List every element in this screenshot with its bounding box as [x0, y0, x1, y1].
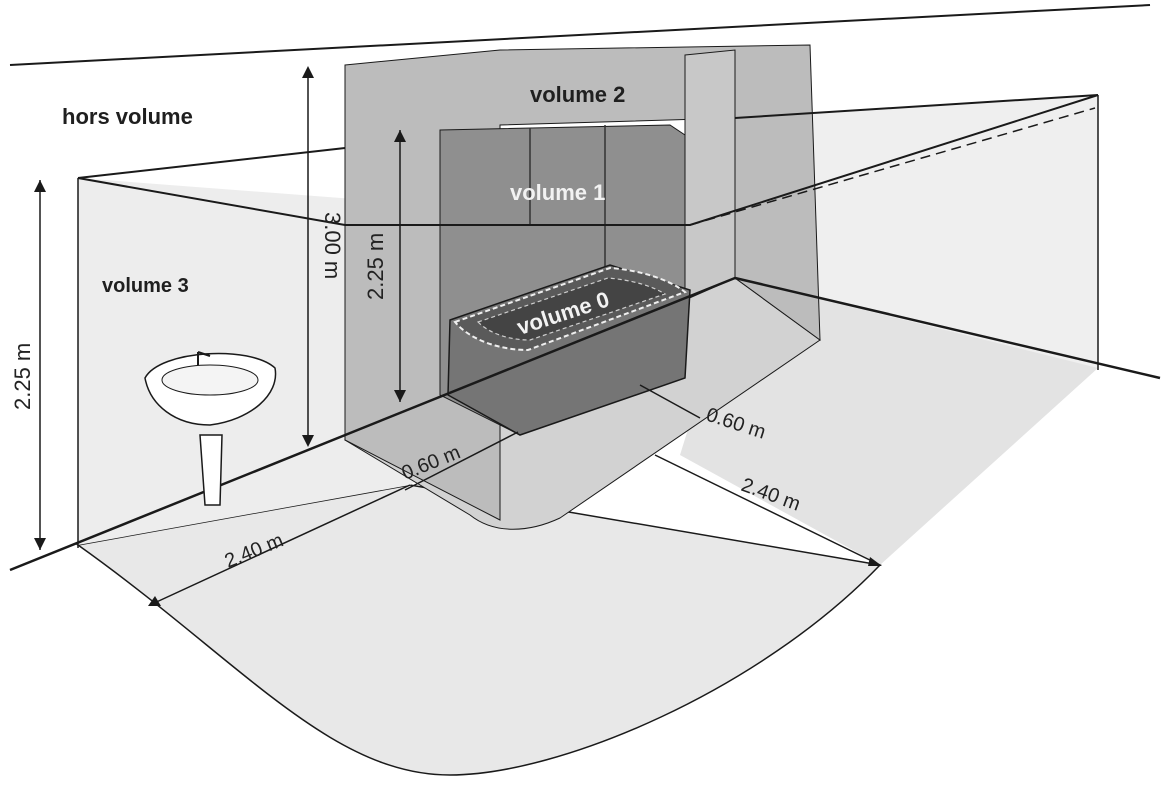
dashed-boundary: [689, 107, 1096, 226]
washbasin-icon: [144, 351, 277, 506]
boundary-225-line: [77, 94, 1099, 226]
floor-volume-3: [76, 484, 882, 776]
dim-line-240-left: [149, 484, 411, 606]
block-volume-2-edge: [684, 49, 736, 301]
ceiling-line: [9, 4, 1151, 66]
floor-junction-left: [9, 276, 736, 572]
wall-top-line-right: [734, 94, 1099, 119]
label-volume-2: volume 2: [530, 82, 625, 107]
floor-junction-right: [734, 276, 1161, 380]
wall-top-line-left: [77, 147, 346, 179]
dim-label-225-v1: 2.25 m: [363, 233, 388, 300]
dim-line-240-right: [654, 454, 881, 566]
bathtub-inner: [476, 277, 667, 341]
dim-line-060-front: [404, 431, 519, 491]
label-hors-volume: hors volume: [62, 104, 193, 129]
dim-label-300: 3.00 m: [320, 212, 345, 279]
label-volume-1: volume 1: [510, 180, 605, 205]
label-volume-3: volume 3: [102, 275, 189, 297]
dim-line-060-side: [639, 384, 701, 419]
dim-label-225-v3: 2.25 m: [10, 343, 35, 410]
